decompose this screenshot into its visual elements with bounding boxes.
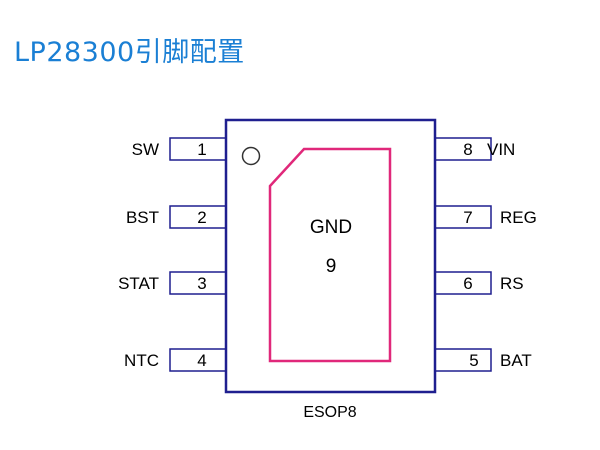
pin-1: 1 SW [132, 137, 227, 161]
pin-1-number: 1 [197, 140, 206, 159]
pin-1-name: SW [132, 140, 159, 159]
pin-1-lead [169, 137, 227, 161]
circle-icon [241, 146, 261, 166]
pin-4-lead [169, 348, 227, 372]
pin-7-lead [434, 205, 492, 229]
ic-body [224, 118, 437, 394]
pad-number: 9 [326, 256, 337, 277]
page-title: LP28300引脚配置 [14, 37, 245, 68]
pin-8-name: VIN [487, 140, 515, 159]
exposed-pad [268, 147, 392, 363]
pin-2-number: 2 [197, 208, 206, 227]
pin-7-number: 7 [463, 208, 472, 227]
pin-6: 6 RS [434, 271, 524, 295]
pin-7: 7 REG [434, 205, 537, 229]
pad-label: GND [310, 217, 352, 238]
pin-4-number: 4 [197, 351, 206, 370]
pin-8: 8 VIN [434, 137, 515, 161]
pin-3: 3 STAT [118, 271, 227, 295]
pin-5: 5 BAT [434, 348, 532, 372]
pin-3-lead [169, 271, 227, 295]
pin-3-name: STAT [118, 274, 159, 293]
pin-2-name: BST [126, 208, 159, 227]
pin-5-name: BAT [500, 351, 532, 370]
pin-8-number: 8 [463, 140, 472, 159]
pin-5-number: 5 [469, 351, 478, 370]
pin-4-name: NTC [124, 351, 159, 370]
pin-6-lead [434, 271, 492, 295]
pin-7-name: REG [500, 208, 537, 227]
pin-4: 4 NTC [124, 348, 227, 372]
pin-2: 2 BST [126, 205, 227, 229]
pin-6-name: RS [500, 274, 524, 293]
pin-2-lead [169, 205, 227, 229]
pin-3-number: 3 [197, 274, 206, 293]
pin-5-lead [434, 348, 492, 372]
package-label: ESOP8 [303, 404, 356, 421]
pin-6-number: 6 [463, 274, 472, 293]
pin-8-lead [434, 137, 492, 161]
